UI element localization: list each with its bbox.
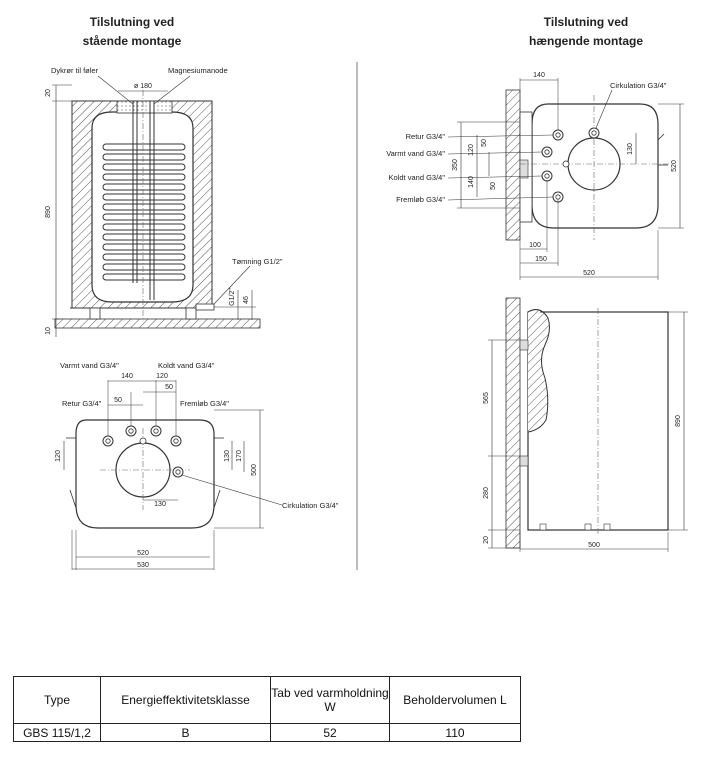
dim-565-side: 565 [483, 392, 490, 404]
heading-standing-line2: stående montage [83, 34, 182, 48]
label-cold-water-hanging: Koldt vand G3/4" [389, 173, 446, 182]
cell-energy-class: B [100, 723, 271, 742]
dim-280-side: 280 [483, 487, 490, 499]
dim-150-hanging: 150 [535, 256, 547, 263]
heading-hanging-line1: Tilslutning ved [544, 15, 628, 29]
header-energy-class: Energieffektivitetsklasse [100, 676, 271, 724]
dim-500-bottom: 500 [251, 464, 258, 476]
dim-50-hanging-a: 50 [481, 139, 488, 147]
dim-top-20: 20 [45, 89, 52, 97]
dim-120-bottom-a: 120 [156, 373, 168, 380]
dim-140-hanging: 140 [533, 72, 545, 79]
dim-500-side: 500 [588, 542, 600, 549]
heading-standing-line1: Tilslutning ved [90, 15, 174, 29]
dim-140-hanging-v: 140 [468, 176, 475, 188]
dim-height-890: 890 [45, 206, 52, 218]
label-sensor-tube: Dykrør til føler [51, 66, 99, 75]
cell-heat-loss: 52 [270, 723, 390, 742]
label-warm-water-hanging: Varmt vand G3/4" [386, 149, 445, 158]
spec-table-header-row: Type Energieffektivitetsklasse Tab ved v… [13, 676, 521, 724]
label-circulation-hanging: Cirkulation G3/4" [610, 81, 667, 90]
dim-520-hanging-v: 520 [671, 160, 678, 172]
label-drain: Tømning G1/2" [232, 257, 283, 266]
dim-130-hanging: 130 [627, 143, 634, 155]
hanging-front-view: Cirkulation G3/4" Retur G3/4" Varmt vand… [386, 72, 684, 280]
heading-hanging-line2: hængende montage [529, 34, 643, 48]
dim-890-side: 890 [675, 415, 682, 427]
label-return-hanging: Retur G3/4" [406, 132, 446, 141]
dim-50-bottom-a: 50 [165, 384, 173, 391]
label-warm-water-bottom: Varmt vand G3/4" [60, 361, 119, 370]
dim-530-bottom: 530 [137, 562, 149, 569]
dim-520-bottom: 520 [137, 550, 149, 557]
dim-drain-thread: G1/2" [229, 288, 236, 306]
dim-130-bottom-b: 130 [154, 501, 166, 508]
dim-100-hanging: 100 [529, 242, 541, 249]
dim-50-hanging-b: 50 [490, 182, 497, 190]
dim-140-bottom: 140 [121, 373, 133, 380]
label-return-bottom: Retur G3/4" [62, 399, 102, 408]
dim-bottom-10: 10 [45, 327, 52, 335]
dim-170-bottom: 170 [236, 450, 243, 462]
standing-bottom-view: Varmt vand G3/4" Koldt vand G3/4" Retur … [55, 361, 339, 570]
cell-volume: 110 [389, 723, 521, 742]
header-heat-loss: Tab ved varmholdning W [270, 676, 390, 724]
dim-130-bottom-a: 130 [224, 450, 231, 462]
label-circulation-bottom: Cirkulation G3/4" [282, 501, 339, 510]
dim-120-bottom-b: 120 [55, 450, 62, 462]
dim-520-hanging-h: 520 [583, 270, 595, 277]
label-cold-water-bottom: Koldt vand G3/4" [158, 361, 215, 370]
dim-120-hanging: 120 [468, 144, 475, 156]
standing-front-view: Dykrør til føler Magnesiumanode ø 180 Tø… [45, 66, 283, 337]
label-flow-hanging: Fremløb G3/4" [396, 195, 445, 204]
dim-drain-46: 46 [243, 296, 250, 304]
spec-table: Type Energieffektivitetsklasse Tab ved v… [13, 676, 521, 742]
hanging-side-view: 565 280 20 890 500 [483, 297, 688, 552]
header-volume: Beholdervolumen L [389, 676, 521, 724]
label-flow-bottom: Fremløb G3/4" [180, 399, 229, 408]
label-anode: Magnesiumanode [168, 66, 228, 75]
dim-50-bottom-b: 50 [114, 397, 122, 404]
dim-20-side: 20 [483, 536, 490, 544]
spec-table-row: GBS 115/1,2 B 52 110 [13, 723, 521, 742]
dim-350-hanging: 350 [452, 159, 459, 171]
cell-type: GBS 115/1,2 [13, 723, 101, 742]
dim-diameter-180: ø 180 [134, 83, 152, 90]
header-type: Type [13, 676, 101, 724]
